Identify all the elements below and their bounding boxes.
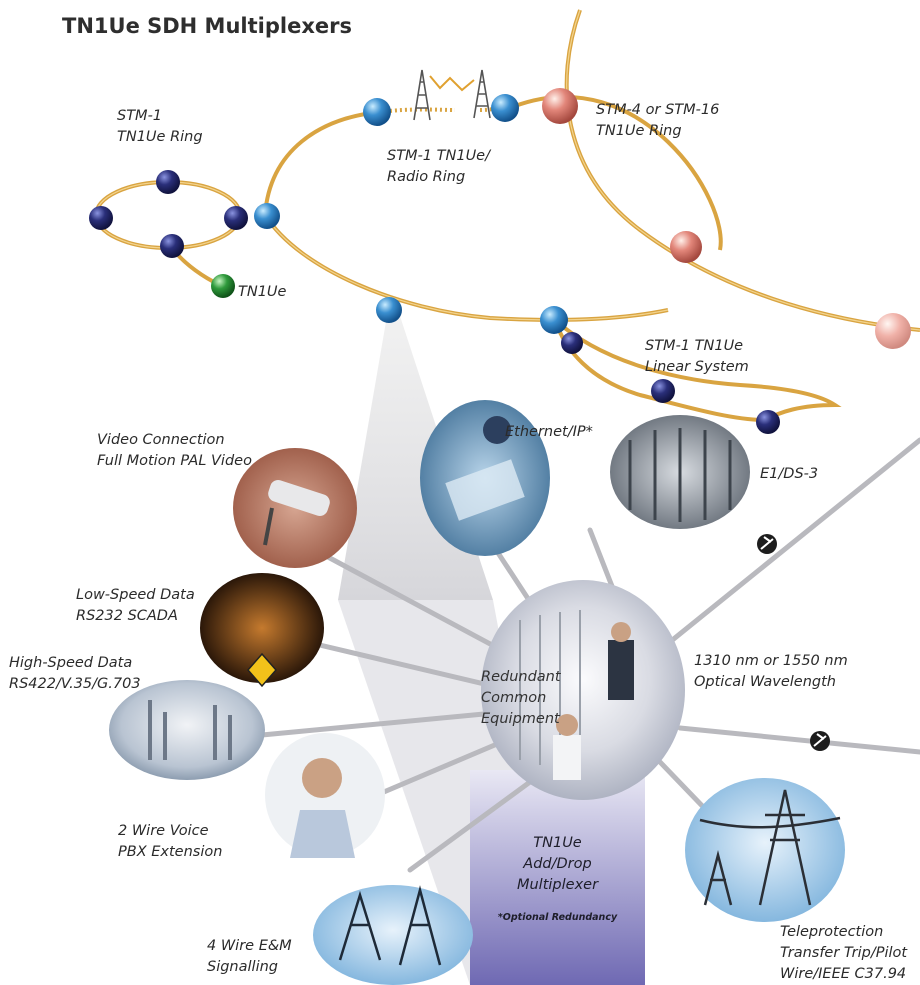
center-photo (481, 580, 685, 800)
voice-label: 2 Wire Voice PBX Extension (118, 821, 222, 863)
redundant-label-line3: Equipment (481, 711, 560, 727)
telep-label-line1: Teleprotection (780, 924, 884, 940)
low-speed-label: Low-Speed Data RS232 SCADA (76, 585, 195, 627)
stm1-ring-label-line2: TN1Ue Ring (117, 129, 203, 145)
linear-path (553, 318, 842, 423)
telep-label-line2: Transfer Trip/Pilot (780, 945, 908, 961)
optical-connector-icons (757, 534, 830, 751)
video-label-line1: Video Connection (97, 432, 225, 448)
radio-ring-label: STM-1 TN1Ue/ Radio Ring (387, 146, 490, 188)
network-nodes (89, 88, 911, 434)
e1ds3-label: E1/DS-3 (760, 466, 819, 482)
radio-tower-icons (413, 69, 491, 121)
em-photo (313, 885, 473, 985)
high-speed-photo (109, 680, 265, 780)
stm4-ring-label: STM-4 or STM-16 TN1Ue Ring (596, 100, 719, 142)
high-speed-label-line2: RS422/V.35/G.703 (9, 676, 141, 692)
optical-label-line2: Optical Wavelength (694, 674, 836, 690)
optional-redundancy-note: *Optional Redundancy (497, 912, 618, 923)
optical-wavelength-label: 1310 nm or 1550 nm Optical Wavelength (694, 651, 848, 693)
linear-system-label-line1: STM-1 TN1Ue (645, 338, 744, 354)
optical-label-line1: 1310 nm or 1550 nm (694, 653, 848, 669)
service-vignettes (109, 400, 845, 985)
video-label: Video Connection Full Motion PAL Video (97, 430, 252, 472)
tn1ue-node-label: TN1Ue (238, 284, 287, 300)
teleprotection-label: Teleprotection Transfer Trip/Pilot Wire/… (780, 922, 907, 985)
radio-ring-label-line1: STM-1 TN1Ue/ (387, 148, 490, 164)
em-label-line1: 4 Wire E&M (207, 938, 292, 954)
stm1-ring-label: STM-1 TN1Ue Ring (117, 106, 203, 148)
stm1-ring-label-line1: STM-1 (117, 108, 163, 124)
high-speed-label-line1: High-Speed Data (9, 655, 133, 671)
video-label-line2: Full Motion PAL Video (97, 453, 252, 469)
voice-label-line1: 2 Wire Voice (118, 823, 209, 839)
low-speed-photo (200, 573, 324, 683)
redundant-label-line2: Common (481, 690, 547, 706)
multiplexer-label: TN1Ue Add/Drop Multiplexer (470, 833, 645, 896)
fiber-rings (94, 9, 920, 423)
redundant-label-line1: Redundant (481, 669, 561, 685)
teleprotection-photo (685, 778, 845, 922)
telep-label-line3: Wire/IEEE C37.94 (780, 966, 907, 982)
stm4-ring-path (564, 9, 920, 332)
redundant-equipment-label: Redundant Common Equipment (481, 667, 561, 730)
radio-ring-label-line2: Radio Ring (387, 169, 466, 185)
em-signalling-label: 4 Wire E&M Signalling (207, 936, 292, 978)
ethernet-label: Ethernet/IP* (505, 424, 593, 440)
mux-label-line3: Multiplexer (516, 877, 599, 893)
voice-label-line2: PBX Extension (118, 844, 223, 860)
page-title: TN1Ue SDH Multiplexers (62, 14, 352, 38)
stm4-ring-label-line1: STM-4 or STM-16 (596, 102, 720, 118)
high-speed-label: High-Speed Data RS422/V.35/G.703 (9, 653, 141, 695)
low-speed-label-line2: RS232 SCADA (76, 608, 178, 624)
em-label-line2: Signalling (207, 959, 278, 975)
stm4-ring-label-line2: TN1Ue Ring (596, 123, 682, 139)
low-speed-label-line1: Low-Speed Data (76, 587, 195, 603)
mux-label-line2: Add/Drop (523, 856, 592, 872)
linear-system-label-line2: Linear System (645, 359, 749, 375)
linear-system-label: STM-1 TN1Ue Linear System (645, 336, 749, 378)
mux-label-line1: TN1Ue (533, 835, 582, 851)
